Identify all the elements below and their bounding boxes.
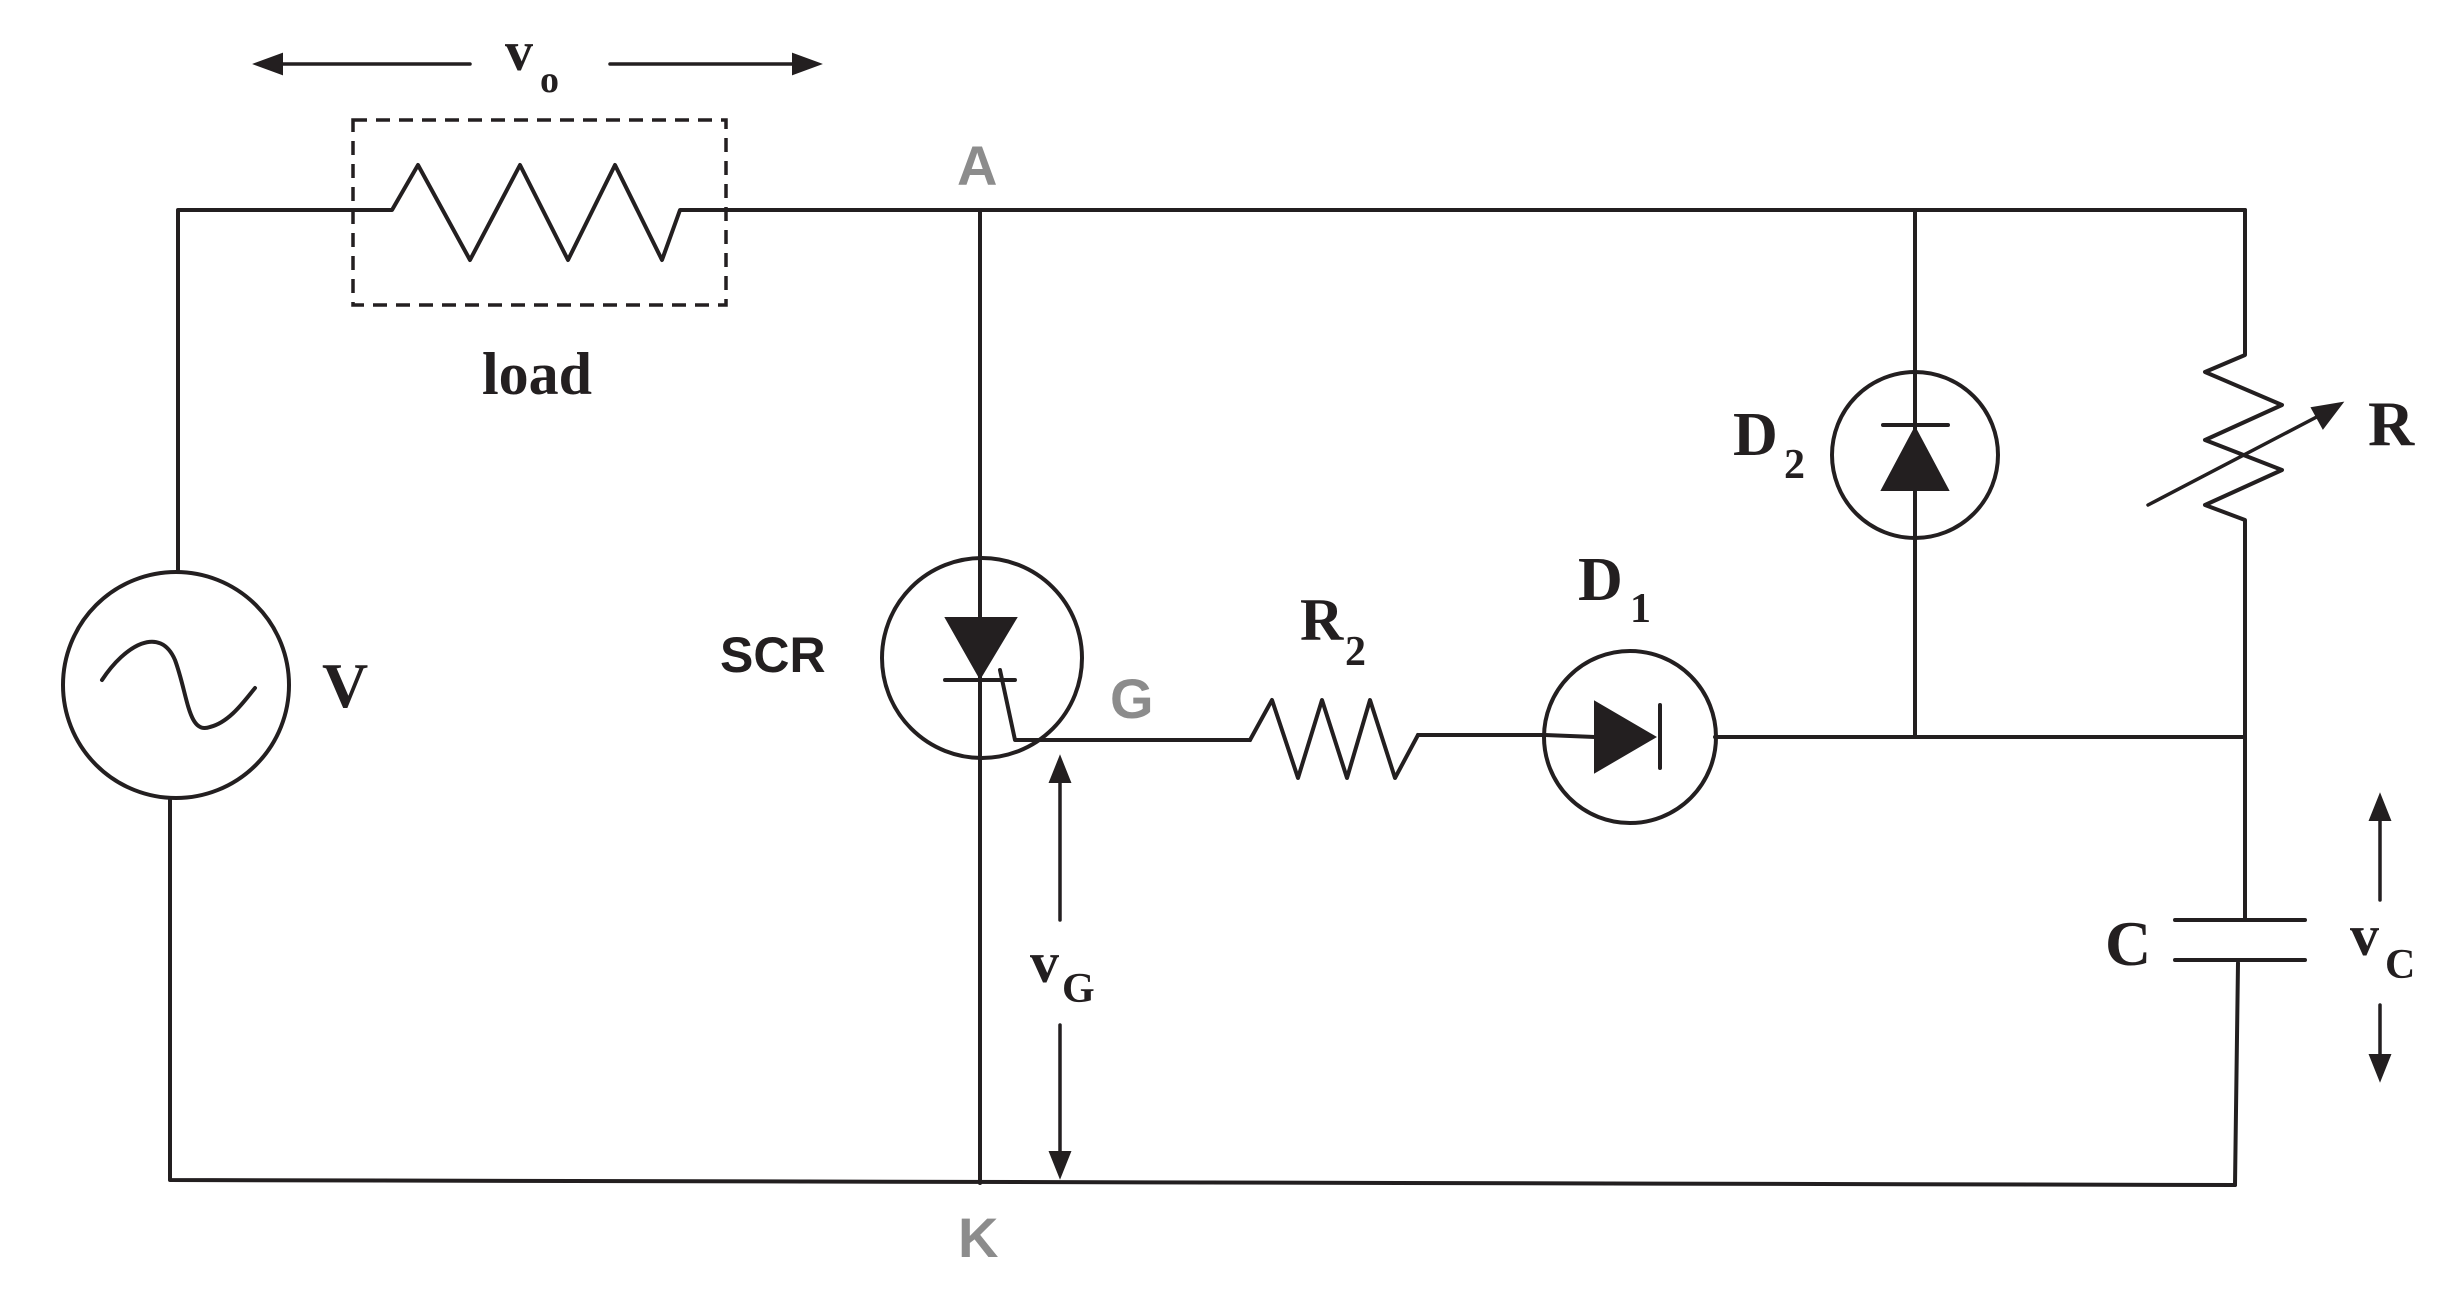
gate-label: G (1110, 667, 1154, 730)
r-adjust-arrow-line (2146, 408, 2332, 507)
d2-subscript: 2 (1784, 442, 1805, 488)
capacitor-c (2173, 918, 2307, 962)
load-label: load (482, 341, 592, 407)
vo-indicator: v o (252, 21, 823, 101)
vg-arrow-up-head (1048, 754, 1072, 783)
anode-label: A (957, 134, 997, 197)
r2-label: R (1300, 587, 1344, 653)
scr-circle (880, 556, 1084, 760)
load-resistor (348, 118, 729, 307)
vo-arrow-right-head (792, 52, 823, 76)
scr-thyristor (880, 556, 1084, 760)
diode-d2 (1830, 370, 2000, 542)
cathode-label: K (958, 1206, 998, 1269)
d2-label: D (1733, 401, 1778, 469)
vc-indicator: v C (2350, 792, 2415, 1083)
d1-label: D (1578, 546, 1623, 614)
scr-triangle (944, 617, 1018, 680)
vg-label: v (1030, 930, 1059, 995)
wire-left-bottom (168, 798, 2237, 1187)
vc-subscript: C (2385, 942, 2415, 988)
wire-left-top (176, 208, 352, 572)
vo-arrow-left-head (252, 52, 283, 76)
vg-indicator: v G (1030, 754, 1095, 1180)
wire-c-bottom (2233, 961, 2240, 1187)
vg-subscript: G (1062, 966, 1095, 1012)
c-label: C (2105, 908, 2151, 979)
vc-arrow-up-head (2368, 792, 2392, 821)
source-label: V (322, 650, 368, 721)
d1-triangle (1594, 700, 1657, 774)
load-dashed-box (351, 118, 728, 307)
diode-d1 (1542, 649, 1718, 825)
r-adjust-arrow-head (2310, 401, 2345, 430)
vg-arrow-down-head (1048, 1151, 1072, 1180)
load-zigzag (348, 163, 729, 262)
ac-source (61, 570, 291, 800)
r-zigzag (2203, 348, 2284, 537)
vc-arrow-down-head (2368, 1054, 2392, 1083)
wire-gate (998, 668, 1252, 742)
d1-circle (1542, 649, 1718, 825)
variable-resistor-r (2146, 348, 2345, 537)
r2-resistor (1248, 698, 1420, 780)
d1-subscript: 1 (1630, 586, 1651, 632)
d1-lead-in (1543, 733, 1597, 739)
r-label: R (2368, 388, 2415, 459)
scr-label: SCR (720, 627, 826, 683)
vo-label: v (505, 21, 533, 83)
vo-subscript: o (540, 59, 559, 101)
wires (168, 208, 2247, 1187)
r2-subscript: 2 (1345, 629, 1366, 675)
ac-source-circle (61, 570, 291, 800)
sine-wave-icon (100, 639, 257, 730)
vc-label: v (2350, 903, 2379, 968)
